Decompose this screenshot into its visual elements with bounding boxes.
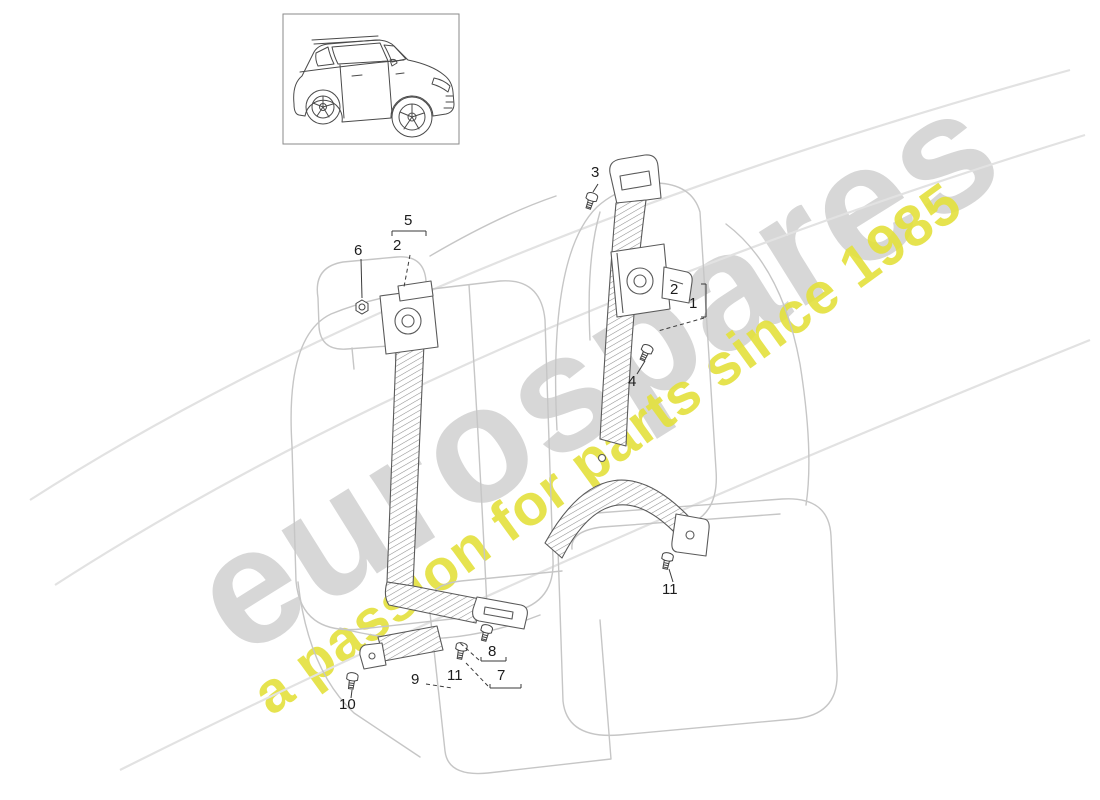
- bolt-icon: [659, 551, 675, 571]
- belt-buckle: [661, 266, 693, 304]
- car-icon: [293, 35, 455, 138]
- callout-2-right: 2: [670, 281, 679, 298]
- callout-11-right: 11: [662, 581, 678, 598]
- callout-8: 8: [488, 643, 497, 660]
- belt-guide: [397, 280, 434, 302]
- vehicle-thumbnail: [282, 13, 460, 145]
- callout-6: 6: [354, 242, 363, 259]
- callout-4: 4: [628, 373, 637, 390]
- watermark-swoosh-lines: [29, 68, 1091, 771]
- belt-strap-arc: [544, 479, 693, 559]
- callout-3: 3: [591, 164, 600, 181]
- callout-10: 10: [339, 696, 356, 713]
- bolt-icon: [636, 342, 655, 363]
- belt-tongue: [472, 596, 528, 630]
- belt-end-strap: [377, 625, 444, 662]
- seatbelt-left: [359, 280, 528, 670]
- belt-top-anchor: [609, 154, 662, 205]
- belt-strap-upper: [599, 199, 647, 447]
- callout-5: 5: [404, 212, 413, 229]
- leader-lines: [350, 183, 707, 699]
- belt-bottom-fold: [384, 581, 481, 624]
- callout-11-lower: 11: [447, 667, 463, 684]
- bolt-icon: [344, 671, 359, 691]
- bolt-icon: [453, 641, 469, 661]
- seatbelt-right: [544, 154, 710, 559]
- callout-1: 1: [689, 295, 698, 312]
- nut-icon: [355, 299, 369, 315]
- callout-2-upper: 2: [393, 237, 402, 254]
- callout-7: 7: [497, 667, 506, 684]
- callout-9: 9: [411, 671, 420, 688]
